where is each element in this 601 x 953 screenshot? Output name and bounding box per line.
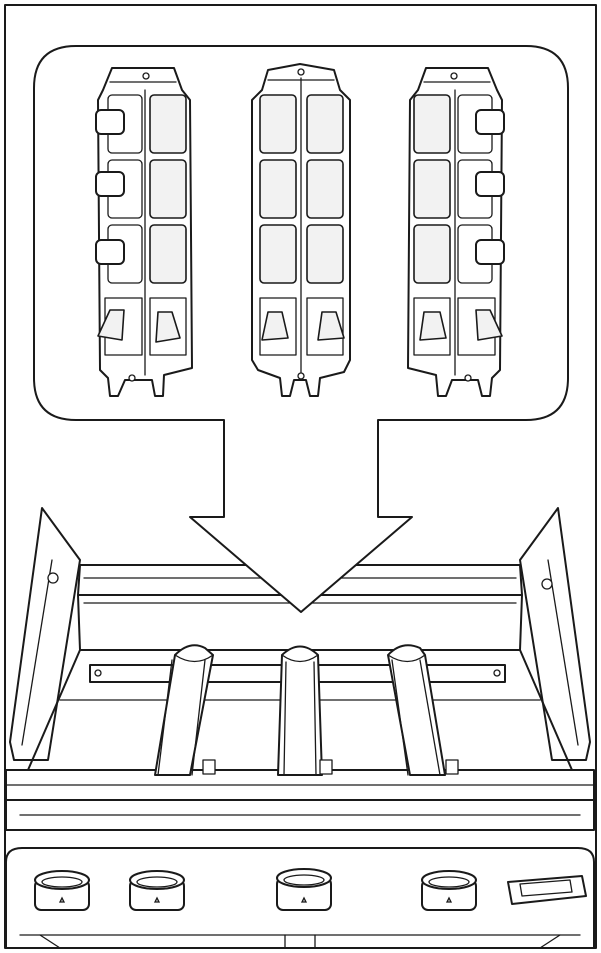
heat-tent-left bbox=[95, 67, 193, 397]
heat-tent-right bbox=[407, 67, 505, 397]
left-lid-post bbox=[9, 507, 81, 761]
knob-1 bbox=[34, 870, 90, 911]
burner-1 bbox=[154, 644, 216, 776]
heat-tent-center bbox=[251, 63, 351, 397]
burners bbox=[154, 644, 459, 776]
knob-4 bbox=[421, 870, 477, 911]
knobs bbox=[34, 868, 587, 911]
ignition-display bbox=[507, 875, 587, 905]
knob-3 bbox=[276, 868, 332, 911]
burner-3 bbox=[387, 644, 459, 776]
right-lid-post bbox=[519, 507, 591, 761]
burner-2 bbox=[277, 645, 333, 776]
knob-2 bbox=[129, 870, 185, 911]
